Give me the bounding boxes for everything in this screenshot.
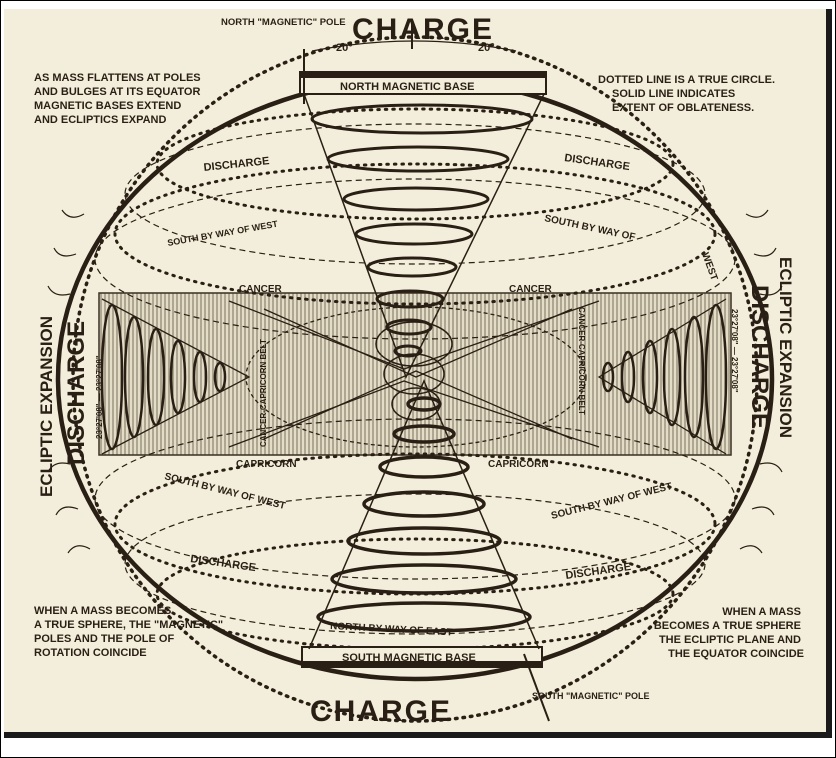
right-discharge-spiral bbox=[601, 303, 728, 451]
note-top-left: AS MASS FLATTENS AT POLES AND BULGES AT … bbox=[34, 72, 204, 126]
south-by-west-lower-left: SOUTH BY WAY OF WEST bbox=[163, 471, 286, 512]
degree-left: 20° bbox=[336, 42, 353, 54]
note-bottom-left: WHEN A MASS BECOMES A TRUE SPHERE, THE "… bbox=[34, 605, 226, 659]
degree-right: 20° bbox=[478, 42, 495, 54]
ecliptic-expansion-left: ECLIPTIC EXPANSION bbox=[37, 316, 56, 497]
south-by-way-of-upper-right: SOUTH BY WAY OF bbox=[543, 213, 636, 243]
charge-bottom-title: CHARGE bbox=[310, 695, 452, 728]
charge-top-title: CHARGE bbox=[352, 13, 494, 46]
angle-right: 23°27'08" — 23°27'08" bbox=[730, 309, 739, 393]
note-bottom-right: WHEN A MASS BECOMES A TRUE SPHERE THE EC… bbox=[654, 606, 804, 660]
discharge-label-upper-right: DISCHARGE bbox=[564, 152, 631, 173]
south-by-west-lower-right: SOUTH BY WAY OF WEST bbox=[550, 481, 673, 522]
west-upper-right: WEST bbox=[699, 251, 719, 282]
north-by-east: NORTH BY WAY OF EAST bbox=[330, 621, 453, 638]
discharge-label-upper-left: DISCHARGE bbox=[203, 155, 270, 174]
discharge-rays bbox=[47, 209, 783, 554]
pole-axis bbox=[303, 21, 550, 722]
dashed-ecliptics bbox=[94, 123, 736, 635]
belt-label-left: CANCER-CAPRICORN BELT bbox=[259, 339, 268, 447]
cancer-right: CANCER bbox=[509, 284, 553, 295]
south-base-label: SOUTH MAGNETIC BASE bbox=[342, 652, 476, 664]
south-pole-label: SOUTH "MAGNETIC" POLE bbox=[532, 691, 650, 701]
angle-left: 23°27'08" — 23°27'08" bbox=[95, 355, 104, 439]
discharge-left: DISCHARGE bbox=[63, 321, 90, 465]
cancer-left: CANCER bbox=[239, 284, 283, 295]
capricorn-right: CAPRICORN bbox=[488, 459, 549, 470]
capricorn-left: CAPRICORN bbox=[236, 459, 297, 470]
south-by-west-upper-left: SOUTH BY WAY OF WEST bbox=[167, 219, 279, 248]
ecliptic-expansion-right: ECLIPTIC EXPANSION bbox=[776, 257, 795, 438]
north-base-label: NORTH MAGNETIC BASE bbox=[340, 81, 474, 93]
magnetic-diagram: CHARGE CHARGE NORTH "MAGNETIC" POLE NORT… bbox=[34, 13, 804, 728]
north-pole-label: NORTH "MAGNETIC" POLE bbox=[221, 17, 346, 28]
true-circle-dotted bbox=[71, 35, 759, 723]
north-vortex-spiral bbox=[310, 103, 534, 358]
belt-label-right: CANCER-CAPRICORN BELT bbox=[577, 307, 586, 415]
left-discharge-spiral bbox=[100, 303, 227, 451]
note-top-right: DOTTED LINE IS A TRUE CIRCLE. SOLID LINE… bbox=[598, 74, 778, 114]
vortex-cones bbox=[101, 93, 727, 650]
discharge-right: DISCHARGE bbox=[746, 285, 773, 429]
dotted-ecliptics bbox=[113, 107, 717, 651]
center-vortex bbox=[375, 321, 453, 421]
diagram-paper: CHARGE CHARGE NORTH "MAGNETIC" POLE NORT… bbox=[4, 9, 832, 738]
